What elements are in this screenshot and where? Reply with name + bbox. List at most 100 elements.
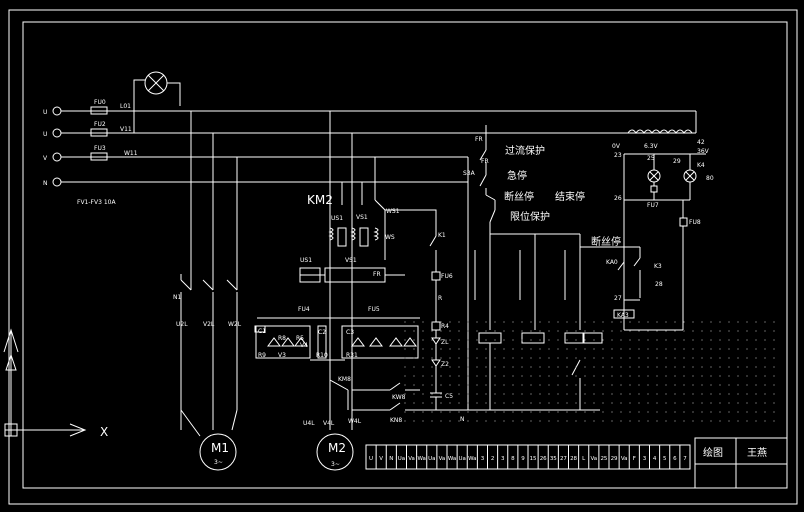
grid-dot: [413, 393, 415, 395]
grid-dot: [575, 339, 577, 341]
label-n23: 23: [614, 152, 622, 159]
grid-dot: [620, 366, 622, 368]
grid-dot: [593, 330, 595, 332]
grid-dot: [512, 339, 514, 341]
grid-dot: [593, 411, 595, 413]
grid-dot: [701, 339, 703, 341]
grid-dot: [413, 402, 415, 404]
grid-dot: [539, 348, 541, 350]
motor1-branch: [180, 111, 238, 471]
grid-dot: [764, 384, 766, 386]
grid-dot: [701, 348, 703, 350]
grid-dot: [521, 375, 523, 377]
grid-dot: [593, 348, 595, 350]
grid-dot: [647, 348, 649, 350]
grid-dot: [440, 366, 442, 368]
label-fr-2: FR: [481, 158, 489, 165]
grid-dot: [413, 357, 415, 359]
grid-dot: [404, 393, 406, 395]
grid-dot: [755, 393, 757, 395]
grid-dot: [557, 339, 559, 341]
grid-dot: [746, 420, 748, 422]
grid-dot: [512, 321, 514, 323]
grid-dot: [692, 321, 694, 323]
grid-dot: [440, 357, 442, 359]
grid-dot: [584, 384, 586, 386]
grid-dot: [755, 321, 757, 323]
grid-dot: [719, 375, 721, 377]
label-w2l: W2L: [228, 321, 242, 328]
grid-dot: [548, 330, 550, 332]
grid-dot: [539, 366, 541, 368]
grid-dot: [710, 375, 712, 377]
label-c1: C1: [258, 328, 266, 335]
grid-dot: [422, 411, 424, 413]
grid-dot: [755, 357, 757, 359]
grid-dot: [404, 402, 406, 404]
grid-dot: [449, 393, 451, 395]
strip-terminal-label: Wa: [417, 456, 425, 462]
grid-dot: [467, 348, 469, 350]
wire-label-1: L01: [120, 103, 131, 110]
grid-dot: [566, 411, 568, 413]
grid-dot: [656, 384, 658, 386]
grid-dot: [755, 384, 757, 386]
label-km8: KM8: [338, 376, 351, 383]
grid-dot: [503, 330, 505, 332]
grid-dot: [458, 366, 460, 368]
grid-dot: [701, 366, 703, 368]
label-v4l: V4L: [323, 420, 335, 427]
grid-dot: [647, 330, 649, 332]
grid-dot: [422, 420, 424, 422]
strip-terminal-label: 25: [600, 456, 607, 462]
grid-dot: [530, 330, 532, 332]
strip-terminal-label: 29: [611, 456, 618, 462]
grid-dot: [494, 366, 496, 368]
grid-dot: [692, 357, 694, 359]
grid-dot: [746, 339, 748, 341]
grid-dot: [746, 375, 748, 377]
grid-dot: [728, 402, 730, 404]
grid-dot: [530, 357, 532, 359]
label-wire-break-stop: 断丝停: [504, 190, 534, 203]
grid-dot: [674, 375, 676, 377]
strip-terminal-label: N: [389, 456, 393, 462]
grid-dot: [611, 402, 613, 404]
grid-dot: [548, 339, 550, 341]
grid-dot: [773, 330, 775, 332]
grid-dot: [665, 402, 667, 404]
grid-dot: [611, 321, 613, 323]
grid-dot: [539, 411, 541, 413]
grid-dot: [539, 420, 541, 422]
grid-dot: [431, 339, 433, 341]
strip-terminal-label: Wa: [448, 456, 456, 462]
grid-dot: [404, 411, 406, 413]
grid-dot: [683, 357, 685, 359]
grid-dot: [728, 321, 730, 323]
grid-dot: [719, 357, 721, 359]
grid-dot: [584, 375, 586, 377]
grid-dot: [404, 366, 406, 368]
grid-dot: [719, 366, 721, 368]
grid-dot: [683, 411, 685, 413]
label-z2: Z2: [441, 361, 449, 368]
grid-dot: [584, 321, 586, 323]
grid-dot: [557, 375, 559, 377]
grid-dot: [656, 402, 658, 404]
grid-dot: [611, 420, 613, 422]
label-ws: WS: [385, 234, 395, 241]
grid-dot: [728, 420, 730, 422]
grid-dot: [584, 339, 586, 341]
grid-dot: [701, 330, 703, 332]
grid-dot: [440, 348, 442, 350]
grid-dot: [629, 330, 631, 332]
transformer-lamps: [613, 111, 706, 331]
label-r5: R5: [296, 335, 304, 342]
grid-dot: [665, 366, 667, 368]
strip-terminal-label: V: [379, 456, 383, 462]
fuse-fu3: [90, 152, 108, 161]
grid-dot: [503, 411, 505, 413]
grid-dot: [611, 393, 613, 395]
grid-dot: [674, 411, 676, 413]
fuse-fu0: [90, 106, 108, 115]
